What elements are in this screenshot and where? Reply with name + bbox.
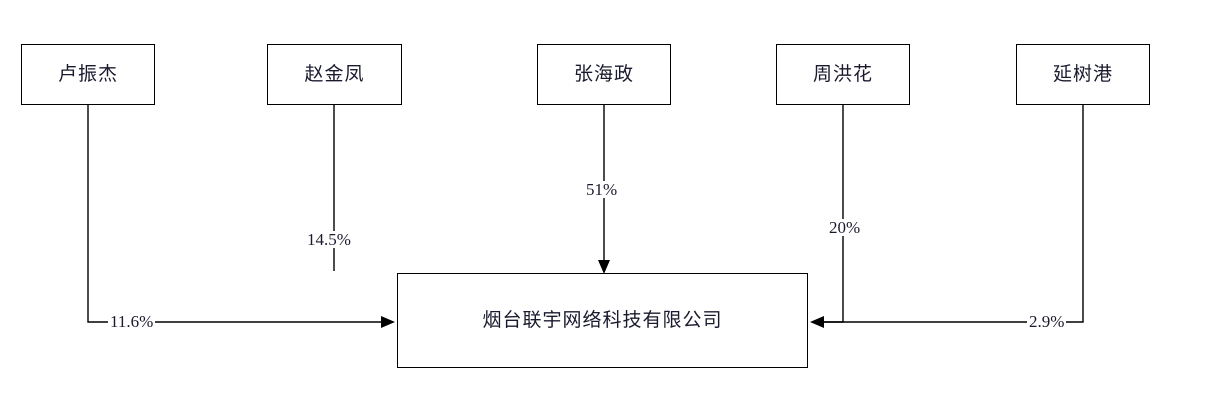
shareholder-name-4: 周洪花: [812, 64, 873, 85]
shareholder-box-5[interactable]: 延树港: [1016, 44, 1150, 105]
edge-path-zhou-honghua: [814, 105, 844, 323]
edge-path-lu-zhenjie: [87, 105, 393, 323]
shareholder-box-1[interactable]: 卢振杰: [21, 44, 155, 105]
edge-label-zhao-jinfeng: 14.5%: [305, 230, 353, 249]
company-box[interactable]: 烟台联宇网络科技有限公司: [397, 273, 808, 368]
edge-path-yan-shugang: [814, 105, 1084, 323]
edge-label-lu-zhenjie: 11.6%: [108, 312, 156, 331]
shareholder-box-3[interactable]: 张海政: [537, 44, 671, 105]
shareholder-name-3: 张海政: [573, 64, 634, 85]
arrow-head-zhang-haizheng: [598, 260, 610, 274]
edge-label-zhou-honghua: 20%: [827, 218, 863, 237]
shareholder-box-2[interactable]: 赵金凤: [267, 44, 402, 105]
arrow-head-lu-zhenjie: [381, 316, 395, 328]
company-name: 烟台联宇网络科技有限公司: [482, 310, 723, 331]
edge-label-zhang-haizheng: 51%: [584, 180, 620, 199]
shareholder-name-5: 延树港: [1052, 64, 1113, 85]
shareholder-name-2: 赵金凤: [304, 64, 365, 85]
edge-label-yan-shugang: 2.9%: [1027, 312, 1067, 331]
shareholder-name-1: 卢振杰: [57, 64, 118, 85]
shareholder-box-4[interactable]: 周洪花: [776, 44, 910, 105]
